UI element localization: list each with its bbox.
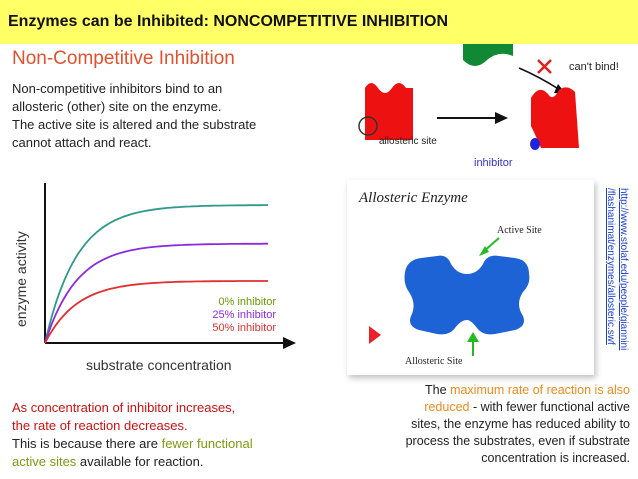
- conclusion-line: As concentration of inhibitor increases,: [12, 400, 236, 415]
- conclusion-line: the rate of reaction decreases.: [12, 418, 188, 433]
- explain-highlight: reduced: [424, 400, 470, 414]
- conclusion-highlight: fewer functional: [161, 436, 253, 451]
- allosteric-enzyme-shape: [404, 255, 530, 335]
- enzyme-shape: [365, 83, 413, 140]
- title-bar: Enzymes can be Inhibited: NONCOMPETITIVE…: [0, 0, 638, 44]
- substrate-shape: [463, 44, 513, 66]
- allosteric-site-marker: [358, 116, 378, 136]
- enzyme-activity-chart: enzyme activity substrate concentration …: [13, 183, 296, 373]
- explanation-text: The maximum rate of reaction is also red…: [364, 382, 630, 467]
- intro-line: The active site is altered and the subst…: [12, 117, 257, 132]
- intro-line: Non-competitive inhibitors bind to an: [12, 81, 223, 96]
- allosteric-enzyme-panel: Allosteric Enzyme Active Site Allosteric…: [347, 180, 594, 375]
- panel-title: Allosteric Enzyme: [358, 190, 468, 206]
- section-heading: Non-Competitive Inhibition: [12, 48, 235, 69]
- series-line-2: [44, 280, 268, 344]
- marker-triangle: [369, 326, 381, 344]
- explain-line: concentration is increased.: [481, 451, 630, 465]
- link-line-2[interactable]: /flashanimat/enzymes/allosteric.swf: [605, 188, 616, 345]
- source-link[interactable]: http://www.stolaf.edu/people/giannini /f…: [592, 188, 632, 373]
- conclusion-text-segment: This is because there are: [12, 436, 162, 451]
- y-axis-label: enzyme activity: [13, 231, 29, 327]
- conclusion-highlight: active sites: [12, 454, 77, 469]
- page-title: Enzymes can be Inhibited: NONCOMPETITIVE…: [8, 13, 449, 30]
- allosteric-site-label: Allosteric Site: [405, 356, 463, 367]
- series-line-1: [44, 242, 268, 344]
- explain-segment: The: [425, 383, 451, 397]
- inhibitor-molecule: [530, 138, 540, 150]
- legend-2: 50% inhibitor: [212, 322, 276, 334]
- link-line-1[interactable]: http://www.stolaf.edu/people/giannini: [618, 188, 629, 351]
- active-site-label: Active Site: [497, 225, 542, 236]
- arrow-head: [495, 112, 508, 124]
- intro-text: Non-competitive inhibitors bind to an al…: [12, 80, 352, 152]
- series-line-0: [44, 204, 268, 344]
- allosteric-site-arrow-head: [467, 332, 479, 342]
- explain-line: process the substrates, even if substrat…: [405, 434, 630, 448]
- legend-1: 25% inhibitor: [212, 309, 276, 321]
- source-link-text[interactable]: http://www.stolaf.edu/people/giannini /f…: [604, 188, 630, 350]
- x-axis-arrow: [283, 337, 296, 349]
- explain-segment: - with fewer functional active: [469, 400, 630, 414]
- explain-highlight: maximum rate of reaction is also: [450, 383, 630, 397]
- conclusion-text: As concentration of inhibitor increases,…: [12, 399, 253, 471]
- binding-diagram: can't bind! allosteric site inhibitor: [358, 44, 619, 169]
- legend-0: 0% inhibitor: [219, 296, 277, 308]
- allosteric-enzyme-figure: Allosteric Enzyme Active Site Allosteric…: [358, 190, 542, 367]
- allosteric-site-label: allosteric site: [379, 136, 437, 147]
- cant-bind-label: can't bind!: [569, 61, 619, 73]
- inhibitor-label: inhibitor: [474, 157, 513, 169]
- intro-line: allosteric (other) site on the enzyme.: [12, 99, 222, 114]
- active-site-arrow-head: [479, 246, 489, 256]
- altered-enzyme-shape: [531, 87, 579, 148]
- x-axis-label: substrate concentration: [86, 357, 232, 373]
- explain-line: sites, the enzyme has reduced ability to: [411, 417, 630, 431]
- cross-icon: [537, 59, 552, 74]
- conclusion-text-segment: available for reaction.: [76, 454, 204, 469]
- intro-line: cannot attach and react.: [12, 135, 152, 150]
